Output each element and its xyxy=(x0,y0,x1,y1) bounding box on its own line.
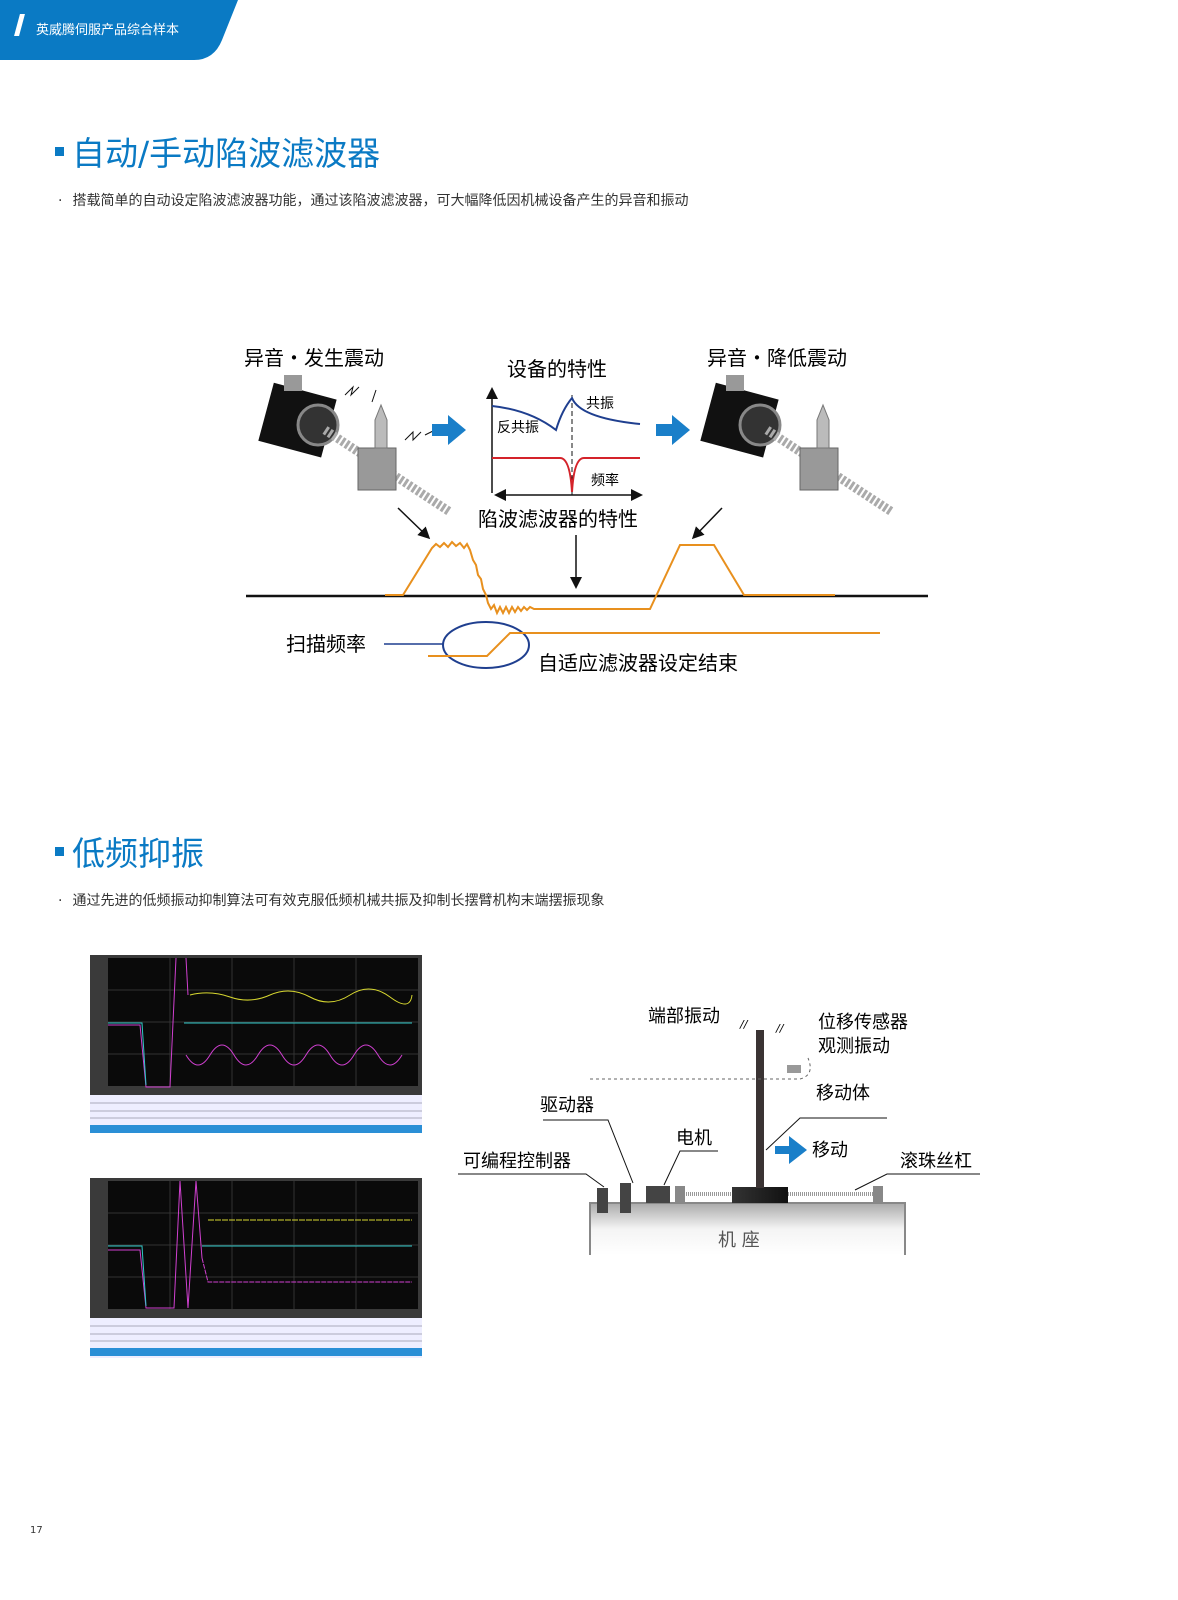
moving-body xyxy=(732,1187,788,1203)
label-plc: 可编程控制器 xyxy=(463,1151,571,1172)
header-banner xyxy=(0,0,238,60)
servo-motor-image-left xyxy=(258,375,453,516)
label-reduced-vibration: 异音・降低震动 xyxy=(707,346,847,370)
label-noise-vibration: 异音・发生震动 xyxy=(244,346,384,370)
label-motor: 电机 xyxy=(676,1128,712,1149)
label-notch-characteristics: 陷波滤波器的特性 xyxy=(478,507,638,531)
arrow-right-icon xyxy=(775,1136,807,1164)
vibration-waveform xyxy=(385,540,835,616)
label-ball-screw: 滚珠丝杠 xyxy=(900,1151,972,1172)
scope-screenshot-after xyxy=(90,1178,422,1358)
sweep-frequency-line xyxy=(428,632,880,657)
plc-block xyxy=(597,1188,608,1213)
driver-block xyxy=(620,1183,631,1213)
notch-response-curve xyxy=(492,457,640,493)
bullet-text: 搭载简单的自动设定陷波滤波器功能，通过该陷波滤波器，可大幅降低因机械设备产生的异… xyxy=(72,193,689,209)
low-freq-vibration-diagram: 机 座 // // 端部振动 位移传感器 观测振动 移动体 驱动器 电机 移动 可… xyxy=(458,1006,980,1255)
square-bullet-icon xyxy=(55,846,64,856)
sweep-ellipse xyxy=(442,621,530,669)
square-bullet-icon xyxy=(55,146,64,156)
section-title-low-freq: 低频抑振 xyxy=(55,827,204,875)
section-bullet: ·通过先进的低频振动抑制算法可有效克服低频机械共振及抑制长摆臂机构末端摆振现象 xyxy=(58,893,605,909)
page-number: 17 xyxy=(30,1525,43,1536)
label-base: 机 座 xyxy=(718,1230,760,1251)
svg-text://: // xyxy=(739,1018,749,1031)
displacement-sensor xyxy=(787,1065,801,1073)
label-move: 移动 xyxy=(812,1140,848,1161)
servo-motor-image-right xyxy=(700,375,895,516)
label-driver: 驱动器 xyxy=(540,1095,594,1116)
label-resonance: 共振 xyxy=(586,396,614,412)
bullet-text: 通过先进的低频振动抑制算法可有效克服低频机械共振及抑制长摆臂机构末端摆振现象 xyxy=(72,893,605,909)
label-sweep-frequency: 扫描频率 xyxy=(286,632,366,656)
label-tip-vibration: 端部振动 xyxy=(648,1006,720,1027)
device-response-curve xyxy=(491,396,641,432)
section-title-text: 自动/手动陷波滤波器 xyxy=(72,134,381,173)
arrow-right-icon xyxy=(656,415,690,445)
motor-block xyxy=(646,1186,670,1203)
svg-text://: // xyxy=(775,1022,785,1035)
arm xyxy=(756,1030,764,1188)
label-moving-body: 移动体 xyxy=(816,1083,870,1104)
label-anti-resonance: 反共振 xyxy=(497,420,539,436)
label-adaptive-filter-end: 自适应滤波器设定结束 xyxy=(538,651,738,675)
label-frequency: 频率 xyxy=(591,472,619,489)
label-device-characteristics: 设备的特性 xyxy=(507,357,607,381)
label-observe-vibration: 观测振动 xyxy=(818,1036,890,1057)
section-title-notch-filter: 自动/手动陷波滤波器 xyxy=(55,127,380,175)
arrow-right-icon xyxy=(432,415,466,445)
section-bullet: ·搭载简单的自动设定陷波滤波器功能，通过该陷波滤波器，可大幅降低因机械设备产生的… xyxy=(58,193,689,209)
header-title: 英威腾伺服产品综合样本 xyxy=(36,23,180,38)
section-title-text: 低频抑振 xyxy=(72,834,204,873)
notch-filter-diagram: 异音・发生震动 异音・降低震动 设备的特性 共振 反共振 频率 陷波滤波器的特性… xyxy=(244,346,928,675)
label-sensor: 位移传感器 xyxy=(818,1012,908,1033)
scope-screenshot-before xyxy=(90,955,422,1133)
